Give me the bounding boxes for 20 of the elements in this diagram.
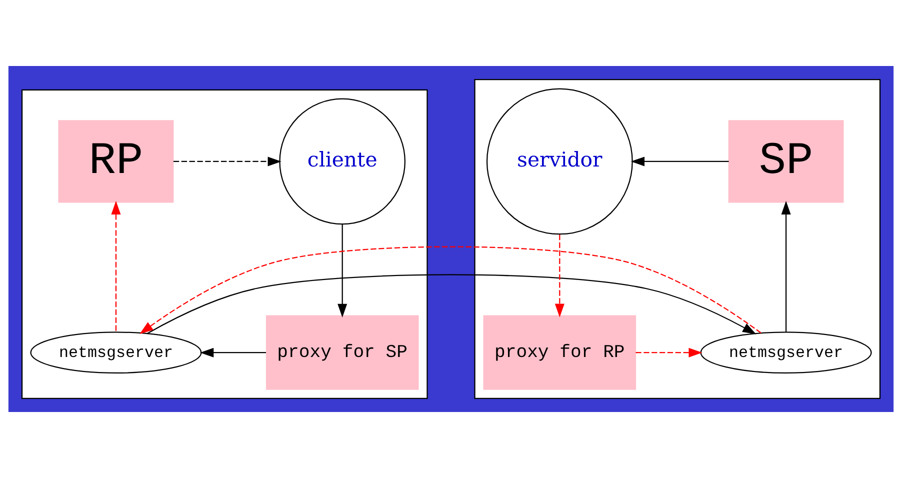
node-box: RP — [58, 120, 174, 202]
cluster — [474, 78, 881, 398]
arrow — [173, 156, 282, 166]
node-box: proxy for RP — [483, 314, 636, 390]
arrow — [554, 234, 564, 317]
arrow — [338, 223, 348, 317]
arrow — [200, 347, 266, 357]
arrow — [140, 246, 762, 334]
cluster — [21, 88, 428, 398]
node-ellipse: netmsgserver — [700, 331, 872, 374]
arrow — [636, 347, 702, 357]
node-ellipse: netmsgserver — [30, 331, 202, 374]
arrow — [111, 200, 121, 332]
node-box: SP — [728, 120, 844, 202]
arrow — [147, 274, 756, 334]
node-circle: servidor — [486, 88, 633, 234]
node-circle: cliente — [279, 98, 406, 224]
node-box: proxy for SP — [266, 314, 419, 390]
arrow — [630, 156, 729, 166]
arrow — [781, 200, 791, 332]
